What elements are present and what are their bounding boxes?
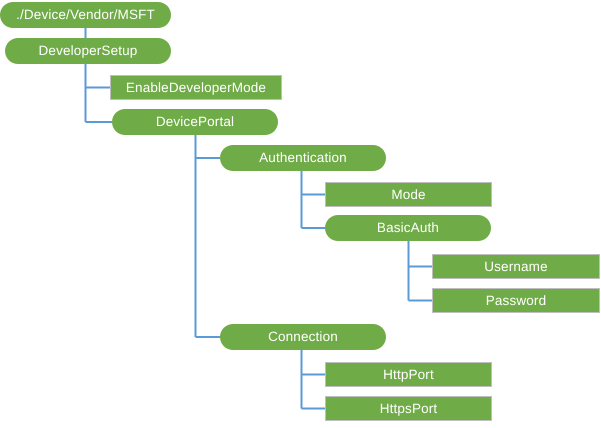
node-deviceportal-label: DevicePortal <box>155 114 235 130</box>
node-developersetup[interactable]: DeveloperSetup <box>5 38 171 64</box>
node-httpport-label: HttpPort <box>383 366 434 382</box>
node-enabledevelopermode[interactable]: EnableDeveloperMode <box>110 75 282 100</box>
node-enabledevelopermode-label: EnableDeveloperMode <box>125 79 267 95</box>
node-httpport[interactable]: HttpPort <box>325 362 492 387</box>
node-root[interactable]: ./Device/Vendor/MSFT <box>0 2 171 28</box>
node-authentication[interactable]: Authentication <box>220 145 386 171</box>
node-mode[interactable]: Mode <box>325 182 492 207</box>
node-basicauth[interactable]: BasicAuth <box>325 215 491 241</box>
node-mode-label: Mode <box>391 186 426 202</box>
node-connection[interactable]: Connection <box>220 324 386 350</box>
node-developersetup-label: DeveloperSetup <box>38 43 138 59</box>
node-username-label: Username <box>484 258 548 274</box>
node-username[interactable]: Username <box>432 254 600 279</box>
node-httpsport-label: HttpsPort <box>379 400 438 416</box>
node-basicauth-label: BasicAuth <box>376 220 440 236</box>
node-authentication-label: Authentication <box>259 150 347 166</box>
node-connection-label: Connection <box>268 329 338 345</box>
node-root-label: ./Device/Vendor/MSFT <box>16 7 155 23</box>
node-httpsport[interactable]: HttpsPort <box>325 396 492 421</box>
node-deviceportal[interactable]: DevicePortal <box>112 109 278 135</box>
node-password-label: Password <box>485 292 547 308</box>
node-password[interactable]: Password <box>432 288 600 313</box>
